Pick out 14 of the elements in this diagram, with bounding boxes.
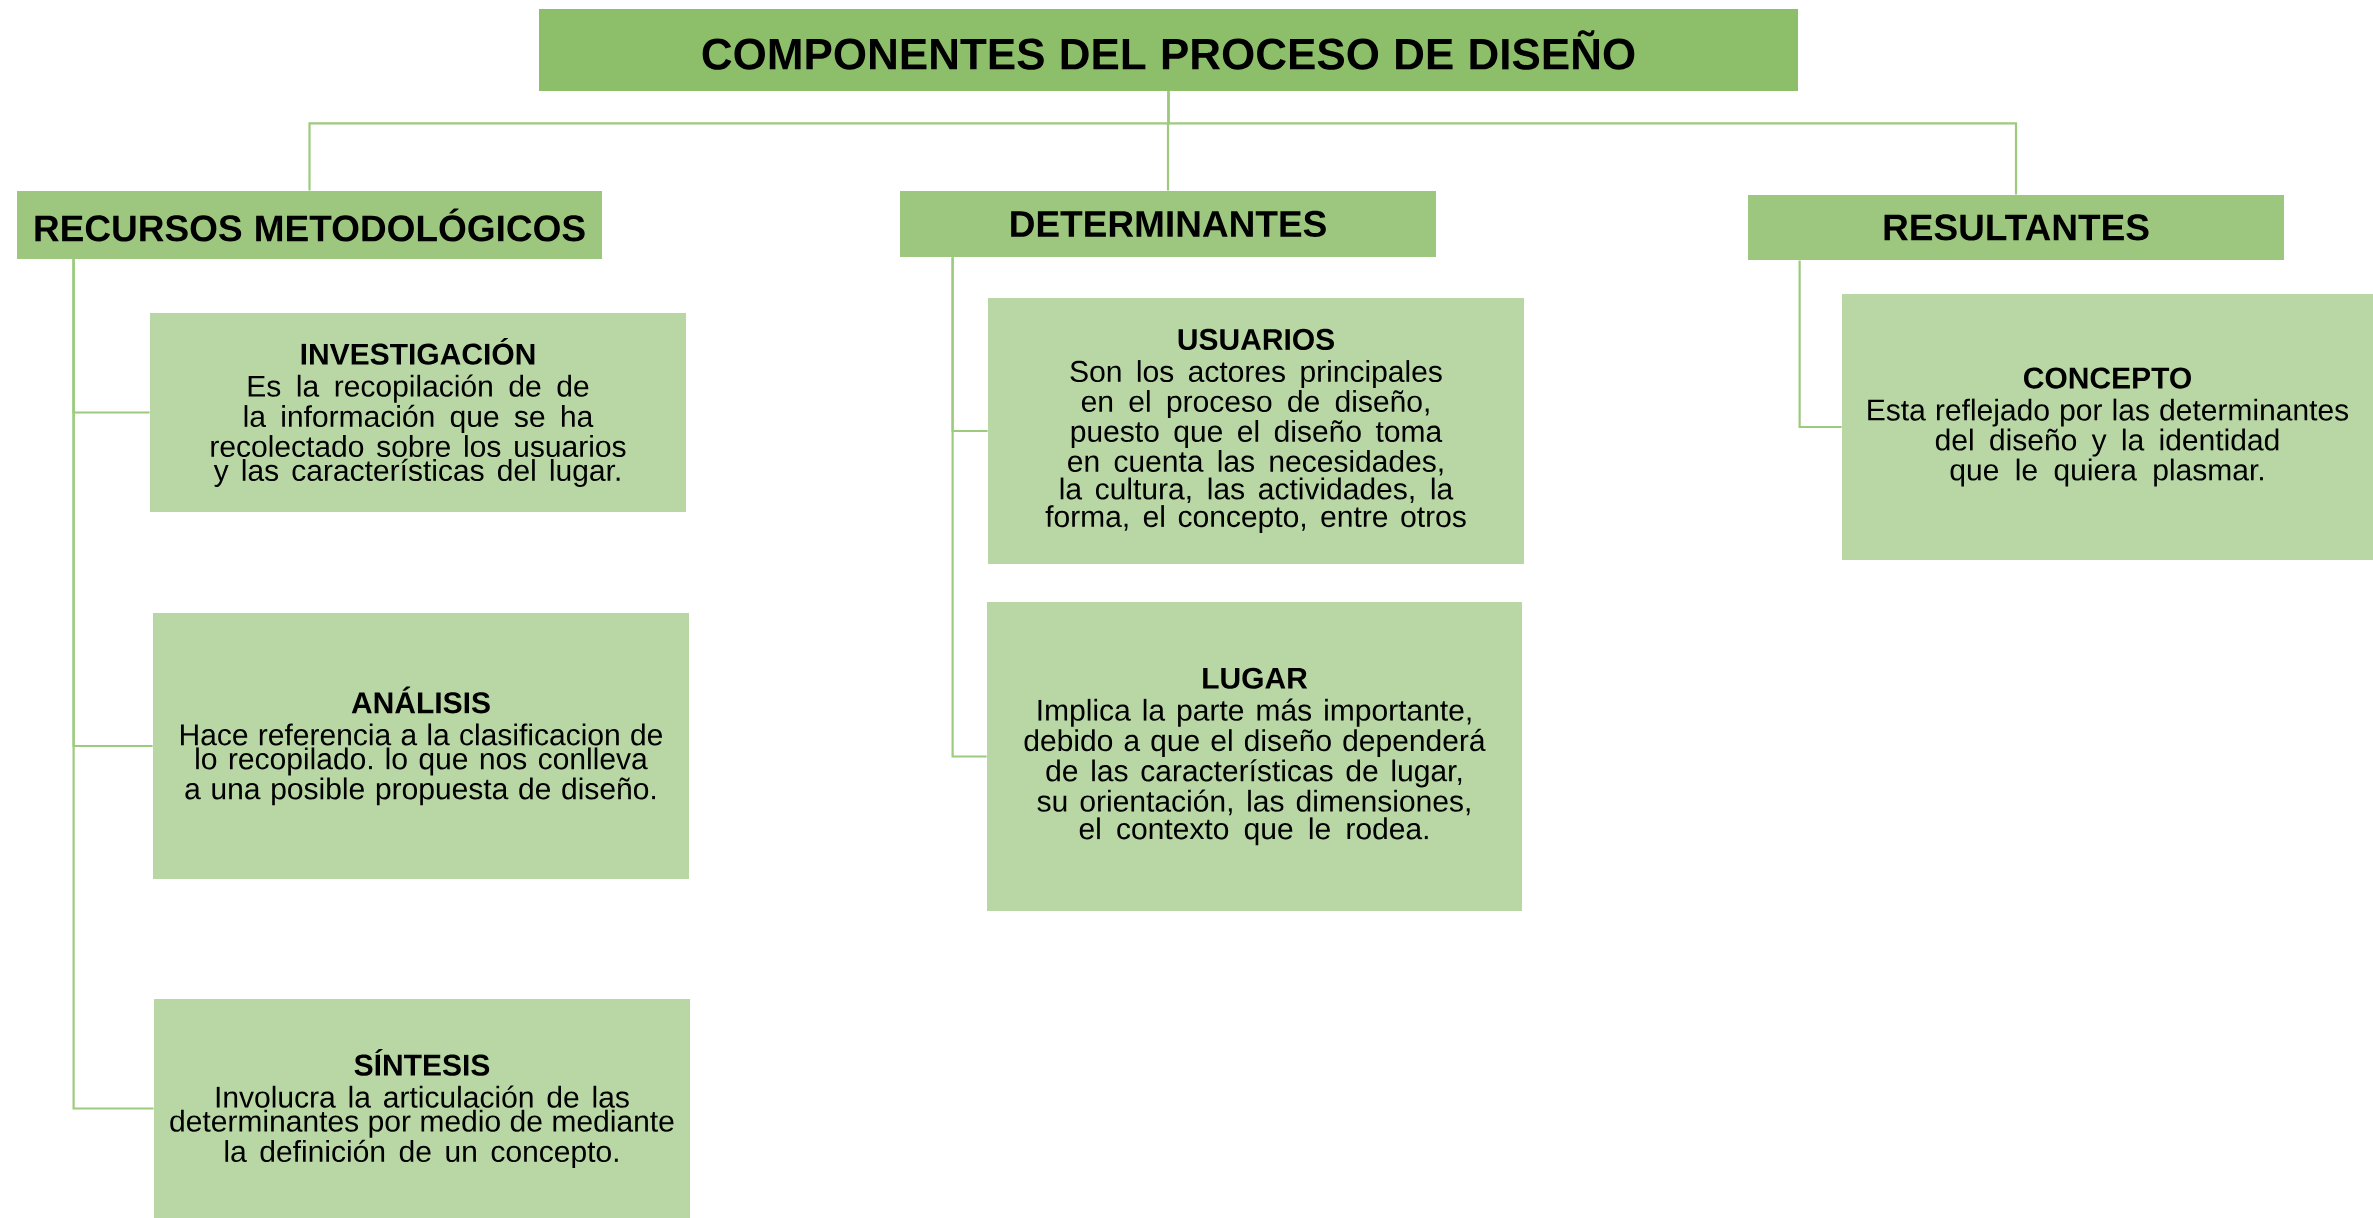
title-box: COMPONENTES DEL PROCESO DE DISEÑO (539, 8, 1798, 91)
category-box: DETERMINANTES (900, 191, 1436, 257)
connector-line (72, 259, 154, 1110)
description-box: LUGAR Implica la parte más importante, debido a que el diseño dependerá de las características de lugar, su orientación, las dimensiones, el contexto que le rodea. (987, 602, 1522, 911)
connector-line (1167, 91, 2018, 195)
connector-line (951, 257, 987, 758)
description-box: INVESTIGACIÓN Es la recopilación de de la información que se ha recolectado sobre los usuarios y las características del lugar. (150, 313, 686, 512)
category-box: RECURSOS METODOLÓGICOS (17, 191, 602, 259)
connector-line (1798, 260, 1842, 429)
description-box: SÍNTESIS Involucra la articulación de las determinantes por medio de mediante la definición de un concepto. (154, 999, 690, 1218)
description-box: ANÁLISIS Hace referencia a la clasificacion de lo recopilado. lo que nos conlleva a una posible propuesta de diseño. (153, 613, 689, 879)
category-box: RESULTANTES (1748, 195, 2285, 260)
description-box: CONCEPTO Esta reflejado por las determinantes del diseño y la identidad que le quiera plasmar. (1842, 294, 2373, 560)
description-box: USUARIOS Son los actores principales en el proceso de diseño, puesto que el diseño toma en cuenta las necesidades, la cultura, las actividades, la forma, el concepto, entre otros (988, 298, 1524, 564)
